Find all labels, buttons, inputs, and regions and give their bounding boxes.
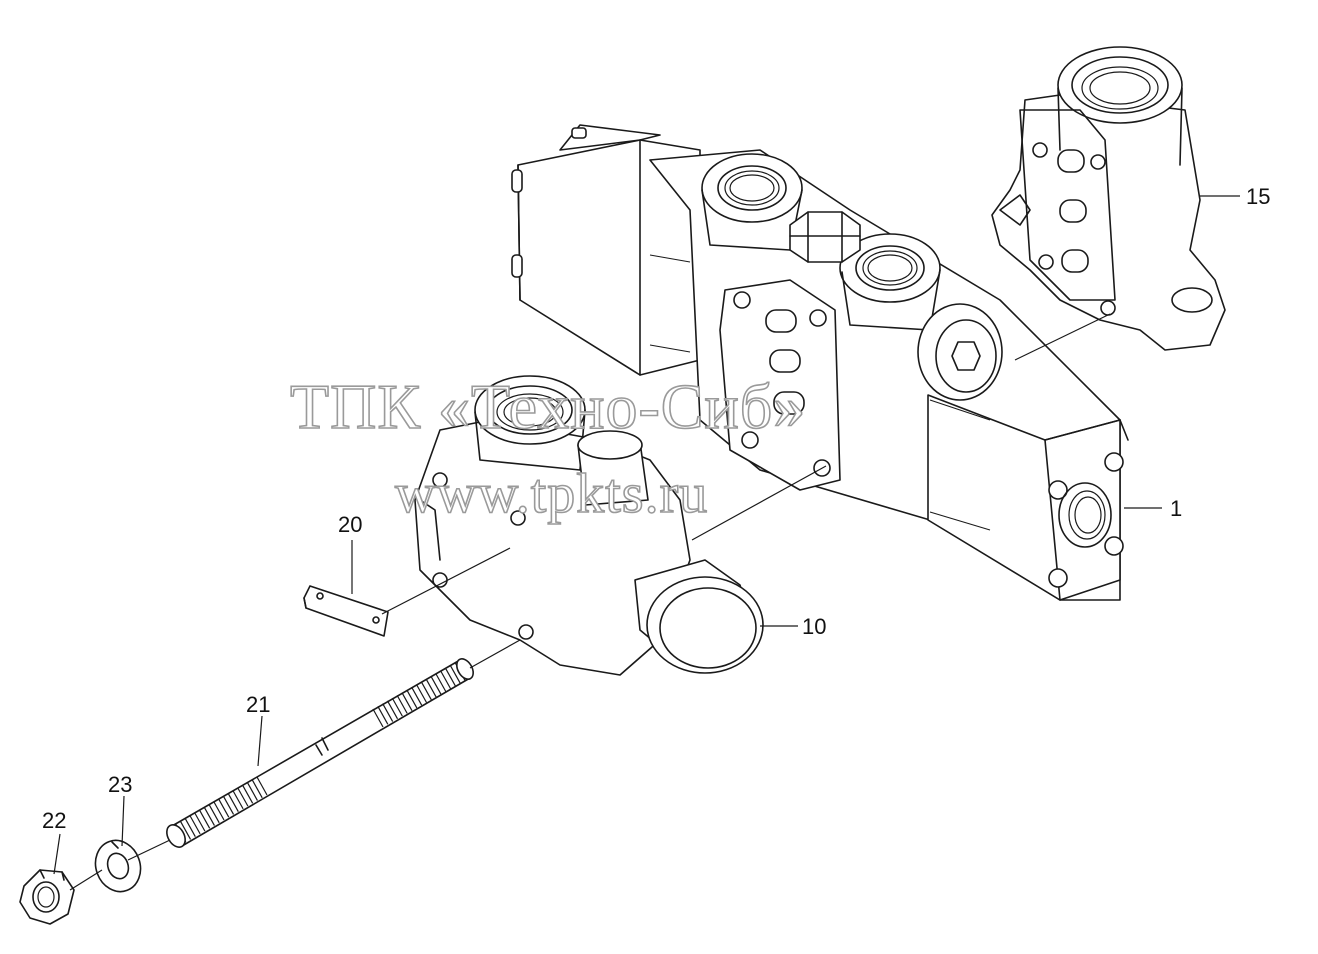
part-21-stud-bolt <box>166 658 474 848</box>
callout-22: 22 <box>42 808 66 833</box>
thread-ridge <box>430 676 442 695</box>
thread-ridge <box>420 681 432 701</box>
thread-ridge <box>227 793 239 812</box>
part-20-plate <box>303 585 389 637</box>
thread-ridge <box>425 678 437 698</box>
part-15-end-section <box>991 46 1226 351</box>
thread-ridge <box>218 798 230 818</box>
thread-ridge <box>401 692 413 711</box>
watermark-url: www.tpkts.ru <box>395 463 708 525</box>
callout-10: 10 <box>802 614 826 639</box>
thread-ridge <box>251 779 263 799</box>
thread-ridge <box>246 782 258 801</box>
hex-plug <box>789 211 861 263</box>
callout-leaders <box>53 195 1240 875</box>
thread-ridge <box>435 673 447 692</box>
thread-ridge <box>237 787 249 807</box>
callout-23: 23 <box>108 772 132 797</box>
thread-ridge <box>440 670 452 690</box>
callout-1: 1 <box>1170 496 1182 521</box>
port-upper-right <box>839 233 941 331</box>
thread-ridge <box>396 695 408 714</box>
thread-ridge <box>449 665 461 684</box>
thread-ridge <box>386 700 399 720</box>
thread-ridge <box>208 804 220 824</box>
thread-ridge <box>382 703 394 722</box>
thread-ridge <box>189 815 201 835</box>
thread-ridge <box>391 697 403 717</box>
thread-ridge <box>223 796 235 815</box>
watermark-company: ТПК «Техно-Сиб» <box>290 371 806 442</box>
callout-21: 21 <box>246 692 270 717</box>
thread-ridge <box>194 812 206 832</box>
thread-ridge <box>232 790 244 810</box>
part-23-spring-washer <box>94 839 142 893</box>
part-22-hex-nut <box>19 869 75 925</box>
part-10-inlet-section <box>414 375 764 676</box>
thread-ridge <box>415 684 428 703</box>
thread-ridge <box>377 705 389 725</box>
part-1-valve-body <box>511 124 1129 601</box>
thread-ridge <box>256 776 268 796</box>
flange-face <box>719 279 841 491</box>
callout-labels: 15 1 10 20 21 23 22 <box>42 184 1270 833</box>
callout-15: 15 <box>1246 184 1270 209</box>
thread-ridge <box>406 689 418 709</box>
thread-ridge <box>184 818 196 837</box>
thread-ridge <box>203 807 215 826</box>
callout-20: 20 <box>338 512 362 537</box>
watermark: ТПК «Техно-Сиб» www.tpkts.ru <box>289 370 806 526</box>
end-plug-hex-socket <box>917 303 1003 401</box>
thread-ridge <box>411 686 423 706</box>
thread-ridge <box>242 785 254 804</box>
thread-ridge <box>213 801 225 821</box>
thread-ridge <box>444 667 457 687</box>
assembly-axis-lines <box>69 313 1111 891</box>
thread-ridge <box>372 708 384 728</box>
port-upper-left <box>701 153 803 251</box>
thread-ridge <box>180 821 192 840</box>
thread-ridge <box>199 810 211 829</box>
